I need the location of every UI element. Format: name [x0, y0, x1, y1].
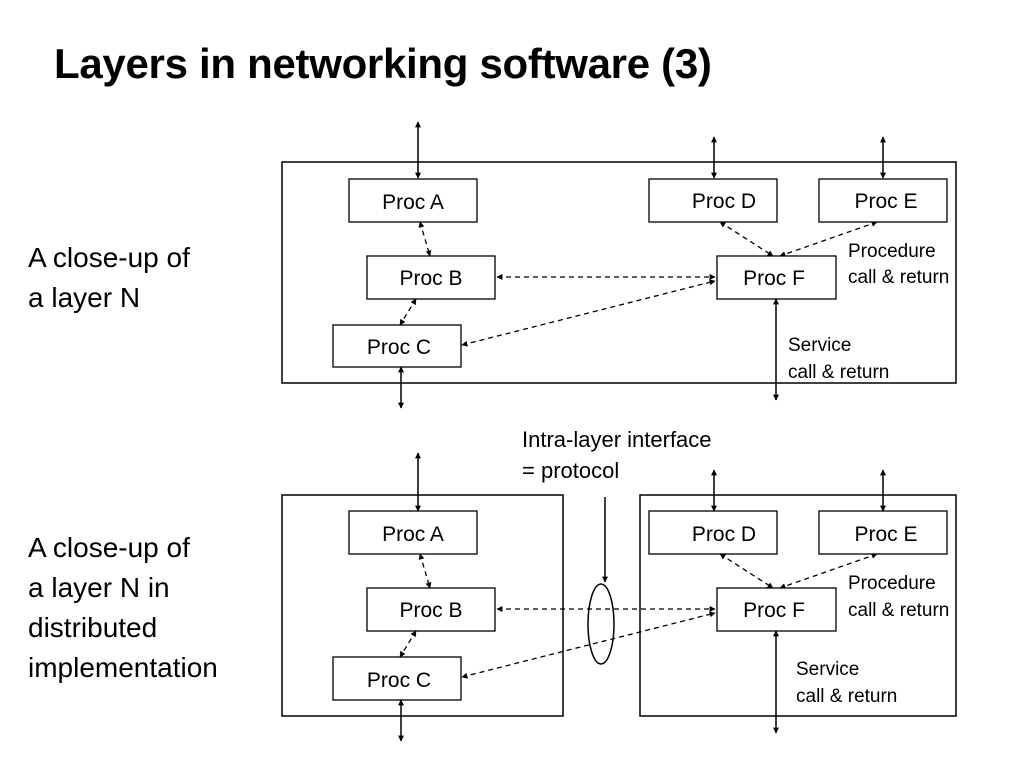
single-layer-diagram: Proc A Proc B Proc C Proc D Proc E Proc …	[281, 121, 957, 409]
proc-f-box: Proc F	[716, 587, 837, 632]
dashed-c-f	[461, 279, 716, 347]
procedure-note-line1: Procedure	[848, 573, 936, 594]
caption-line: A close-up of	[28, 242, 190, 273]
caption-line: A close-up of	[28, 532, 190, 563]
caption-distributed-layer: A close-up of a layer N in distributed i…	[28, 528, 218, 688]
proc-a-label: Proc A	[382, 191, 444, 214]
dashed-b-c	[399, 630, 417, 658]
slide-title: Layers in networking software (3)	[54, 40, 712, 87]
proc-d-label: Proc D	[692, 523, 756, 546]
service-note-line1: Service	[796, 659, 859, 680]
proc-f-box: Proc F	[716, 255, 837, 300]
protocol-ellipse	[587, 583, 615, 665]
dashed-c-f	[461, 611, 716, 679]
caption-line: distributed	[28, 612, 158, 643]
proc-d-label: Proc D	[692, 190, 756, 213]
layer-n-box	[281, 161, 957, 384]
proc-e-box: Proc E	[818, 510, 948, 555]
dashed-d-f	[719, 553, 774, 589]
proc-a-box: Proc A	[348, 510, 478, 555]
dashed-d-f	[719, 221, 774, 257]
dashed-a-b	[418, 221, 432, 257]
proc-f-label: Proc F	[743, 267, 805, 290]
proc-a-box: Proc A	[348, 178, 478, 223]
proc-e-label: Proc E	[854, 190, 917, 213]
proc-b-box: Proc B	[366, 255, 496, 300]
protocol-note-line2: = protocol	[522, 458, 619, 483]
dashed-e-f	[779, 220, 878, 258]
distributed-layer-diagram: Proc A Proc B Proc C Proc D Proc E Proc …	[281, 427, 957, 742]
proc-f-label: Proc F	[743, 599, 805, 622]
service-note-line2: call & return	[796, 686, 897, 707]
procedure-note-line1: Procedure	[848, 241, 936, 262]
layer-n-box-right	[639, 494, 957, 717]
layer-n-box-left	[281, 494, 564, 717]
service-note-line2: call & return	[788, 362, 889, 383]
caption-line: a layer N in	[28, 572, 170, 603]
proc-c-label: Proc C	[367, 669, 431, 692]
dashed-b-c	[399, 298, 417, 326]
proc-b-label: Proc B	[399, 267, 462, 290]
proc-a-label: Proc A	[382, 523, 444, 546]
proc-c-box: Proc C	[332, 656, 462, 701]
caption-line: implementation	[28, 652, 218, 683]
proc-b-label: Proc B	[399, 599, 462, 622]
caption-single-layer: A close-up of a layer N	[28, 238, 190, 318]
dashed-e-f	[779, 552, 878, 590]
protocol-note-line1: Intra-layer interface	[522, 427, 712, 452]
proc-e-box: Proc E	[818, 178, 948, 223]
service-note-line1: Service	[788, 335, 851, 356]
proc-c-box: Proc C	[332, 324, 462, 368]
procedure-note-line2: call & return	[848, 267, 949, 288]
dashed-a-b	[418, 553, 432, 589]
proc-d-box: Proc D	[648, 178, 778, 223]
proc-c-label: Proc C	[367, 336, 431, 359]
proc-e-label: Proc E	[854, 523, 917, 546]
proc-d-box: Proc D	[648, 510, 778, 555]
caption-line: a layer N	[28, 282, 141, 313]
proc-b-box: Proc B	[366, 587, 496, 632]
procedure-note-line2: call & return	[848, 600, 949, 621]
